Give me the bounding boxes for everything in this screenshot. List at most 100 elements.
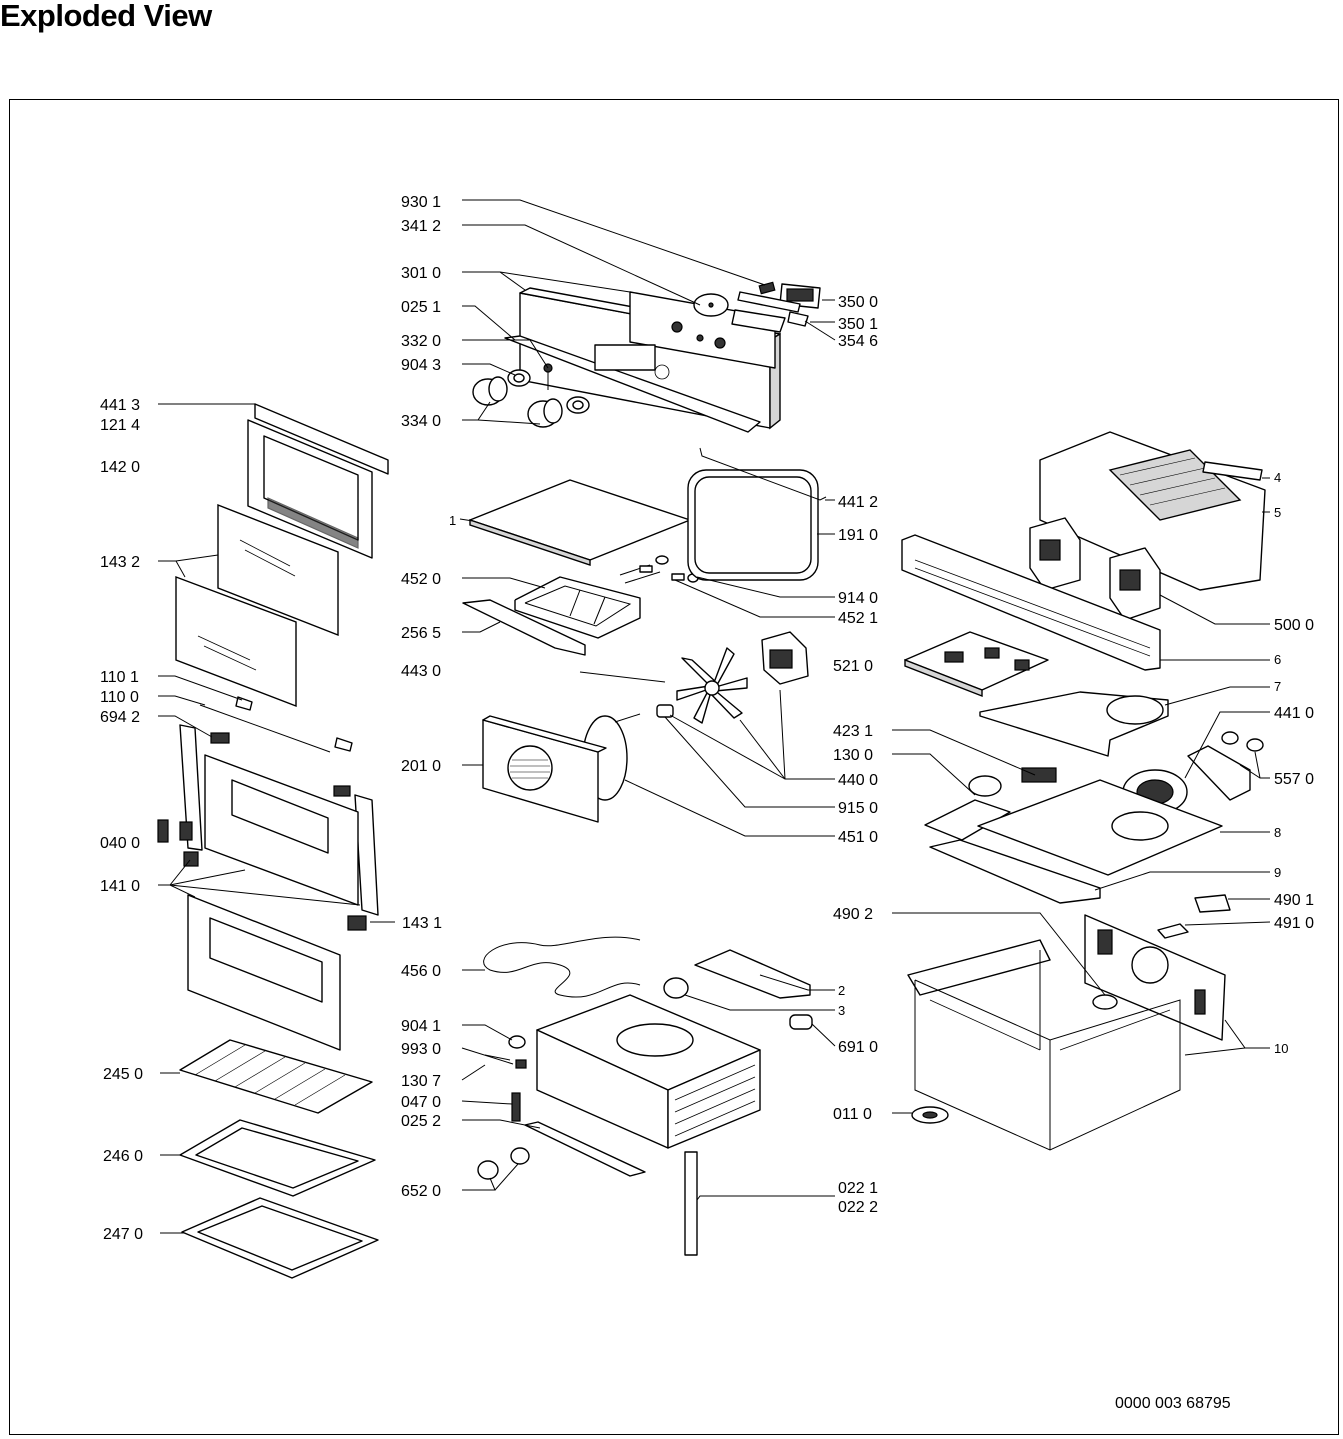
grill-element-part (514, 555, 699, 639)
timer-module-part (924, 767, 1057, 841)
callout-354-6: 354 6 (838, 333, 878, 350)
callout-441-3: 441 3 (100, 397, 140, 414)
fan-cover-part (482, 715, 607, 823)
callout-930-1: 930 1 (401, 194, 441, 211)
callout-130-0: 130 0 (833, 747, 873, 764)
callout-350-1: 350 1 (838, 316, 878, 333)
heat-deflector-part (462, 599, 586, 656)
callout-452-0: 452 0 (401, 571, 441, 588)
callout-993-0: 993 0 (401, 1041, 441, 1058)
callout-441-0: 441 0 (1274, 705, 1314, 722)
callout-025-1: 025 1 (401, 299, 441, 316)
switch-parts (1157, 894, 1231, 939)
top-cover-part (469, 479, 691, 566)
knob-parts (472, 363, 590, 428)
callout-691-0: 691 0 (838, 1039, 878, 1056)
callout-441-2: 441 2 (838, 494, 878, 511)
callout-334-0: 334 0 (401, 413, 441, 430)
callout-246-0: 246 0 (103, 1148, 143, 1165)
callout-6: 6 (1274, 652, 1281, 667)
door-inner-frame-part (247, 403, 389, 559)
display-module-parts (693, 281, 821, 333)
small-bracket-parts (477, 949, 813, 1180)
thermostat-parts (1187, 731, 1264, 801)
callout-121-4: 121 4 (100, 417, 140, 434)
leader-lines (158, 199, 1271, 1234)
callout-451-0: 451 0 (838, 829, 878, 846)
callout-1: 1 (449, 513, 456, 528)
callout-110-1: 110 1 (100, 669, 139, 686)
callout-143-2: 143 2 (100, 554, 140, 571)
diagram-frame (9, 99, 1339, 1435)
callout-245-0: 245 0 (103, 1066, 143, 1083)
fan-motor-parts (656, 631, 809, 724)
callout-490-1: 490 1 (1274, 892, 1314, 909)
callout-040-0: 040 0 (100, 835, 140, 852)
callout-452-1: 452 1 (838, 610, 878, 627)
callout-443-0: 443 0 (401, 663, 441, 680)
outer-door-part (187, 894, 341, 1051)
control-panel-part (504, 287, 781, 433)
callout-022-1: 022 1 (838, 1180, 878, 1197)
relay-module-parts (1029, 517, 1161, 621)
callout-256-5: 256 5 (401, 625, 441, 642)
callout-4: 4 (1274, 470, 1281, 485)
callout-500-0: 500 0 (1274, 617, 1314, 634)
callout-350-0: 350 0 (838, 294, 878, 311)
door-seal-part (687, 447, 827, 581)
door-glass-panes (175, 503, 339, 708)
callout-143-1: 143 1 (402, 915, 442, 932)
callout-7: 7 (1274, 679, 1281, 694)
callout-521-0: 521 0 (833, 658, 873, 675)
callout-490-2: 490 2 (833, 906, 873, 923)
foot-part (911, 1106, 949, 1124)
callout-201-0: 201 0 (401, 758, 441, 775)
callout-557-0: 557 0 (1274, 771, 1314, 788)
callout-491-0: 491 0 (1274, 915, 1314, 932)
callout-694-2: 694 2 (100, 709, 140, 726)
document-number: 0000 003 68795 (1115, 1395, 1231, 1412)
hinge-parts (157, 696, 379, 931)
callout-labels: 930 1 341 2 301 0 025 1 332 0 904 3 334 … (100, 194, 1314, 1412)
insulation-plate-part (979, 691, 1169, 757)
oven-housing-frame-part (907, 939, 1181, 1151)
control-board-part (904, 631, 1049, 698)
callout-341-2: 341 2 (401, 218, 441, 235)
callout-022-2: 022 2 (838, 1199, 878, 1216)
page-title: Exploded View (0, 0, 212, 33)
callout-440-0: 440 0 (838, 772, 878, 789)
callout-3: 3 (838, 1003, 845, 1018)
callout-10: 10 (1274, 1041, 1288, 1056)
callout-914-0: 914 0 (838, 590, 878, 607)
bottom-heating-element-part (483, 936, 641, 998)
wire-rack-part (179, 1039, 373, 1114)
callout-2: 2 (838, 983, 845, 998)
callout-247-0: 247 0 (103, 1226, 143, 1243)
callout-904-3: 904 3 (401, 357, 441, 374)
top-frame-part (1039, 431, 1266, 591)
callout-025-2: 025 2 (401, 1113, 441, 1130)
callout-110-0: 110 0 (100, 689, 139, 706)
inner-door-part (204, 754, 359, 906)
callout-011-0: 011 0 (833, 1106, 872, 1123)
callout-652-0: 652 0 (401, 1183, 441, 1200)
callout-423-1: 423 1 (833, 723, 873, 740)
oven-cavity-part (524, 994, 761, 1256)
callout-130-7: 130 7 (401, 1073, 441, 1090)
callout-8: 8 (1274, 825, 1281, 840)
callout-915-0: 915 0 (838, 800, 878, 817)
bottom-plate-part (929, 779, 1223, 904)
callout-141-0: 141 0 (100, 878, 140, 895)
baking-tray-parts (179, 1119, 379, 1279)
callout-191-0: 191 0 (838, 527, 878, 544)
callout-301-0: 301 0 (401, 265, 441, 282)
callout-047-0: 047 0 (401, 1094, 441, 1111)
front-rail-part (901, 534, 1161, 671)
back-panel-part (1084, 914, 1226, 1041)
callout-9: 9 (1274, 865, 1281, 880)
callout-142-0: 142 0 (100, 459, 140, 476)
callout-5: 5 (1274, 505, 1281, 520)
callout-332-0: 332 0 (401, 333, 441, 350)
callout-456-0: 456 0 (401, 963, 441, 980)
